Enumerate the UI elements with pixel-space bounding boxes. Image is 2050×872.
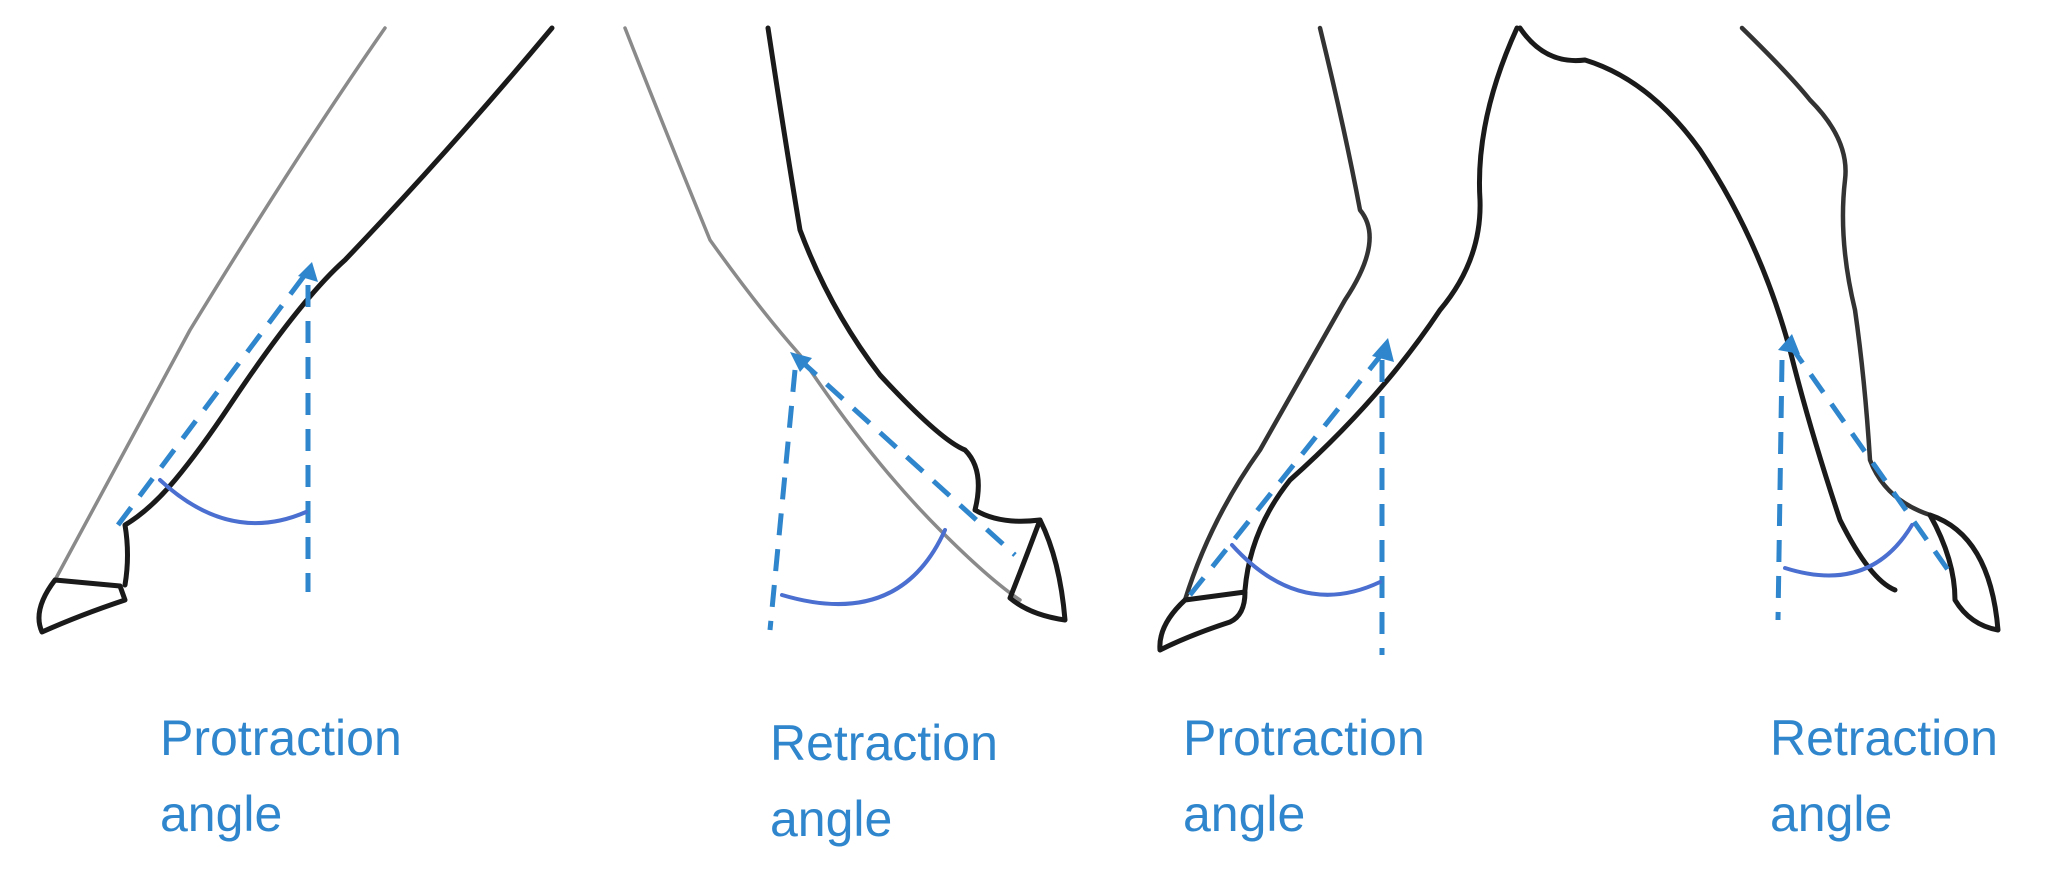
vertical-reference-dashed-line (767, 369, 798, 631)
retraction-angle-arc (1783, 523, 1914, 578)
hoof-axis-dashed-line (798, 358, 1017, 557)
forelimb-front-contour (623, 26, 1022, 602)
axis-arrowhead (790, 352, 812, 372)
caption-line-1: Protraction (1183, 710, 1425, 766)
vertical-reference-dashed-line (1775, 359, 1785, 621)
forelimb-back-contour (122, 25, 555, 588)
protraction-angle-arc (158, 478, 308, 526)
panel-forelimb-retraction (623, 25, 1068, 631)
caption-line-2: angle (160, 786, 283, 842)
caption-hindlimb-retraction: Retraction angle (1770, 700, 1998, 852)
caption-forelimb-protraction: Protraction angle (160, 700, 402, 852)
hoof-axis-dashed-line (1188, 348, 1387, 597)
caption-hindlimb-protraction: Protraction angle (1183, 700, 1425, 852)
hindlimb-hoof (1157, 589, 1248, 653)
caption-line-1: Retraction (1770, 710, 1998, 766)
caption-line-2: angle (1770, 786, 1893, 842)
forelimb-hoof (1007, 517, 1068, 623)
caption-line-1: Retraction (770, 715, 998, 771)
hoof-axis-dashed-line (115, 266, 313, 527)
forelimb-front-contour (53, 26, 387, 582)
axis-arrowhead (1372, 338, 1394, 362)
axis-arrowhead (298, 262, 318, 282)
caption-forelimb-retraction: Retraction angle (770, 705, 998, 857)
caption-line-1: Protraction (160, 710, 402, 766)
hindlimb-front-contour (1182, 25, 1372, 603)
hindlimb-back-contour (1739, 25, 1933, 518)
forelimb-hoof (36, 577, 128, 635)
forelimb-back-contour (765, 25, 1043, 524)
hindlimb-front-contour (1517, 25, 1898, 593)
panel-forelimb-protraction (36, 25, 555, 635)
panel-hindlimb-protraction (1157, 25, 1520, 655)
retraction-angle-arc (780, 528, 947, 607)
protraction-angle-arc (1230, 543, 1382, 597)
axis-arrowhead (1778, 334, 1800, 354)
caption-line-2: angle (770, 791, 893, 847)
panel-hindlimb-retraction (1517, 25, 2001, 633)
hindlimb-hoof (1927, 512, 2001, 633)
caption-line-2: angle (1183, 786, 1306, 842)
hindlimb-back-contour (1242, 25, 1520, 593)
hoof-axis-dashed-line (1787, 343, 1958, 582)
